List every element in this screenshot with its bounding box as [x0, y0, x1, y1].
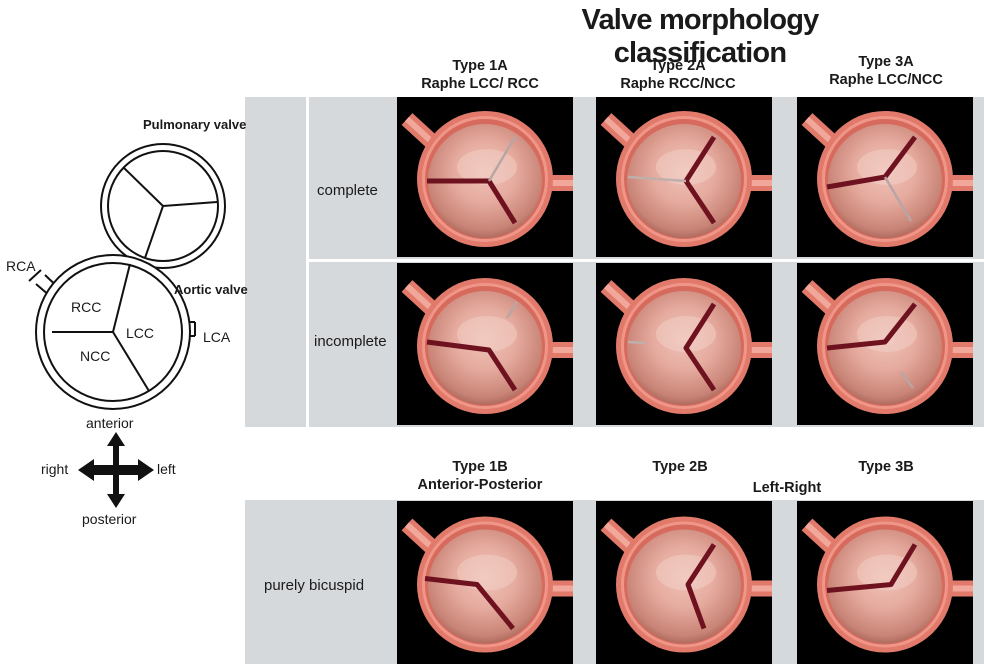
- valve-panel-1b: [397, 501, 573, 664]
- column-type-label: Type 1B: [380, 458, 580, 476]
- column-type-label: Type 1A: [380, 57, 580, 75]
- column-header-type-2a: Type 2A Raphe RCC/NCC: [578, 57, 778, 93]
- valve-panel-3b: [797, 501, 973, 664]
- column-header-type-1b: Type 1B Anterior-Posterior: [380, 458, 580, 494]
- column-raphe-label: Raphe RCC/NCC: [578, 75, 778, 93]
- column-header-type-3a: Type 3A Raphe LCC/NCC: [786, 53, 984, 89]
- column-type-label: Type 3A: [786, 53, 984, 71]
- column-header-type-2b: Type 2B: [580, 458, 780, 476]
- valve-panel-2b: [596, 501, 772, 664]
- row-label-purely-bicuspid: purely bicuspid: [264, 577, 364, 594]
- column-raphe-label: Raphe LCC/NCC: [786, 71, 984, 89]
- column-type-label: Type 2B: [580, 458, 780, 476]
- valve-panel-1a-complete: [397, 97, 573, 257]
- column-header-type-1a: Type 1A Raphe LCC/ RCC: [380, 57, 580, 93]
- valve-panel-3a-complete: [797, 97, 973, 257]
- column-raphe-label: Raphe LCC/ RCC: [380, 75, 580, 93]
- row-label-complete: complete: [317, 182, 378, 199]
- rca-label: RCA: [6, 258, 36, 274]
- column-sub-label: Anterior-Posterior: [380, 476, 580, 494]
- column-type-label: Type 3B: [786, 458, 984, 476]
- valve-schematic: [0, 110, 245, 410]
- compass-left-label: left: [157, 461, 176, 477]
- column-type-label: Type 2A: [578, 57, 778, 75]
- compass-right-label: right: [41, 461, 68, 477]
- compass-posterior-label: posterior: [82, 511, 136, 527]
- row-label-incomplete: incomplete: [314, 333, 387, 350]
- valve-panel-3a-incomplete: [797, 263, 973, 425]
- valve-panel-2a-incomplete: [596, 263, 772, 425]
- rcc-label: RCC: [71, 299, 101, 315]
- column-header-type-3b: Type 3B: [786, 458, 984, 476]
- compass-anterior-label: anterior: [86, 415, 133, 431]
- lcc-label: LCC: [126, 325, 154, 341]
- direction-compass-icon: [76, 432, 156, 508]
- valve-panel-1a-incomplete: [397, 263, 573, 425]
- row-divider-horizontal: [309, 259, 984, 262]
- ncc-label: NCC: [80, 348, 110, 364]
- aortic-valve-label: Aortic valve: [174, 282, 248, 297]
- pulmonary-valve-label: Pulmonary valve: [143, 117, 246, 132]
- valve-panel-2a-complete: [596, 97, 772, 257]
- left-right-label: Left-Right: [687, 479, 887, 497]
- row-divider-vertical: [306, 97, 309, 427]
- lca-label: LCA: [203, 329, 230, 345]
